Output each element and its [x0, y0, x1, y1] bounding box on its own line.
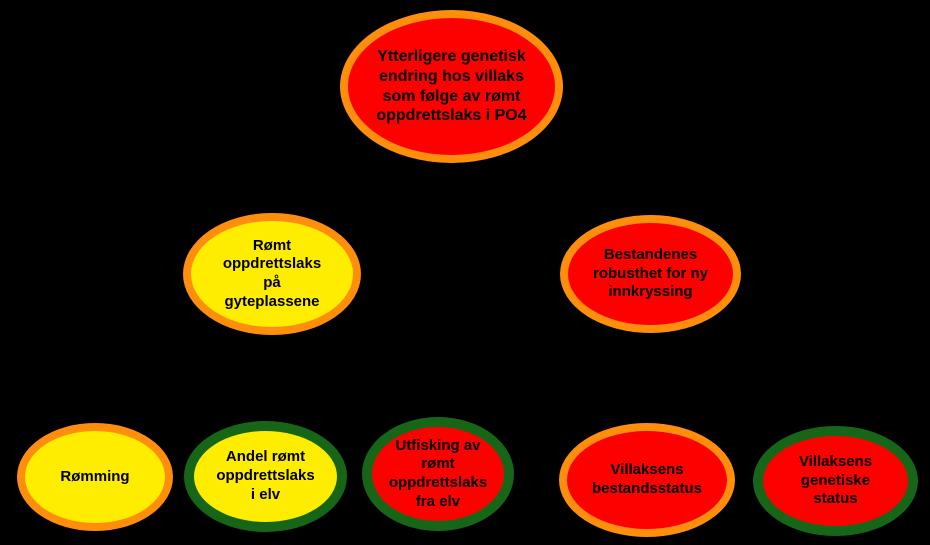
node-label-line: Villaksens — [610, 461, 684, 479]
node-label-line: gyteplassene — [224, 292, 320, 310]
node-label-line: oppdrettslaks — [388, 474, 488, 491]
node-label-line: Andel rømt — [225, 448, 306, 466]
node-label-line: rømt — [421, 455, 455, 473]
node-label-line: Ytterligere genetisk — [377, 48, 526, 66]
node-label-line: på — [263, 274, 281, 291]
node-label-line: innkryssing — [608, 283, 693, 301]
node-romming: Rømming — [17, 423, 173, 531]
node-label-line: Villaksens — [798, 452, 873, 470]
node-label-line: oppdrettslaks — [222, 255, 322, 273]
node-label: Rømming — [25, 468, 165, 487]
node-label-line: fra elv — [415, 492, 461, 510]
node-label-line: bestandsstatus — [591, 480, 703, 497]
node-label-line: Bestandenes — [603, 245, 698, 263]
node-label-line: oppdrettslaks i PO4 — [376, 107, 527, 125]
node-label-line: som følge av rømt — [382, 87, 521, 105]
node-label-line: status — [813, 490, 858, 508]
node-label-line: genetiske — [800, 471, 871, 489]
node-label-line: i elv — [250, 485, 281, 503]
node-label-line: Rømt — [252, 236, 292, 254]
node-label-line: Rømming — [60, 467, 130, 485]
node-label-line: Utfisking av — [395, 436, 481, 454]
node-label-line: endring hos villaks — [379, 67, 524, 85]
node-label-line: robusthet for ny — [593, 264, 708, 282]
node-label-line: oppdrettslaks — [216, 467, 315, 485]
